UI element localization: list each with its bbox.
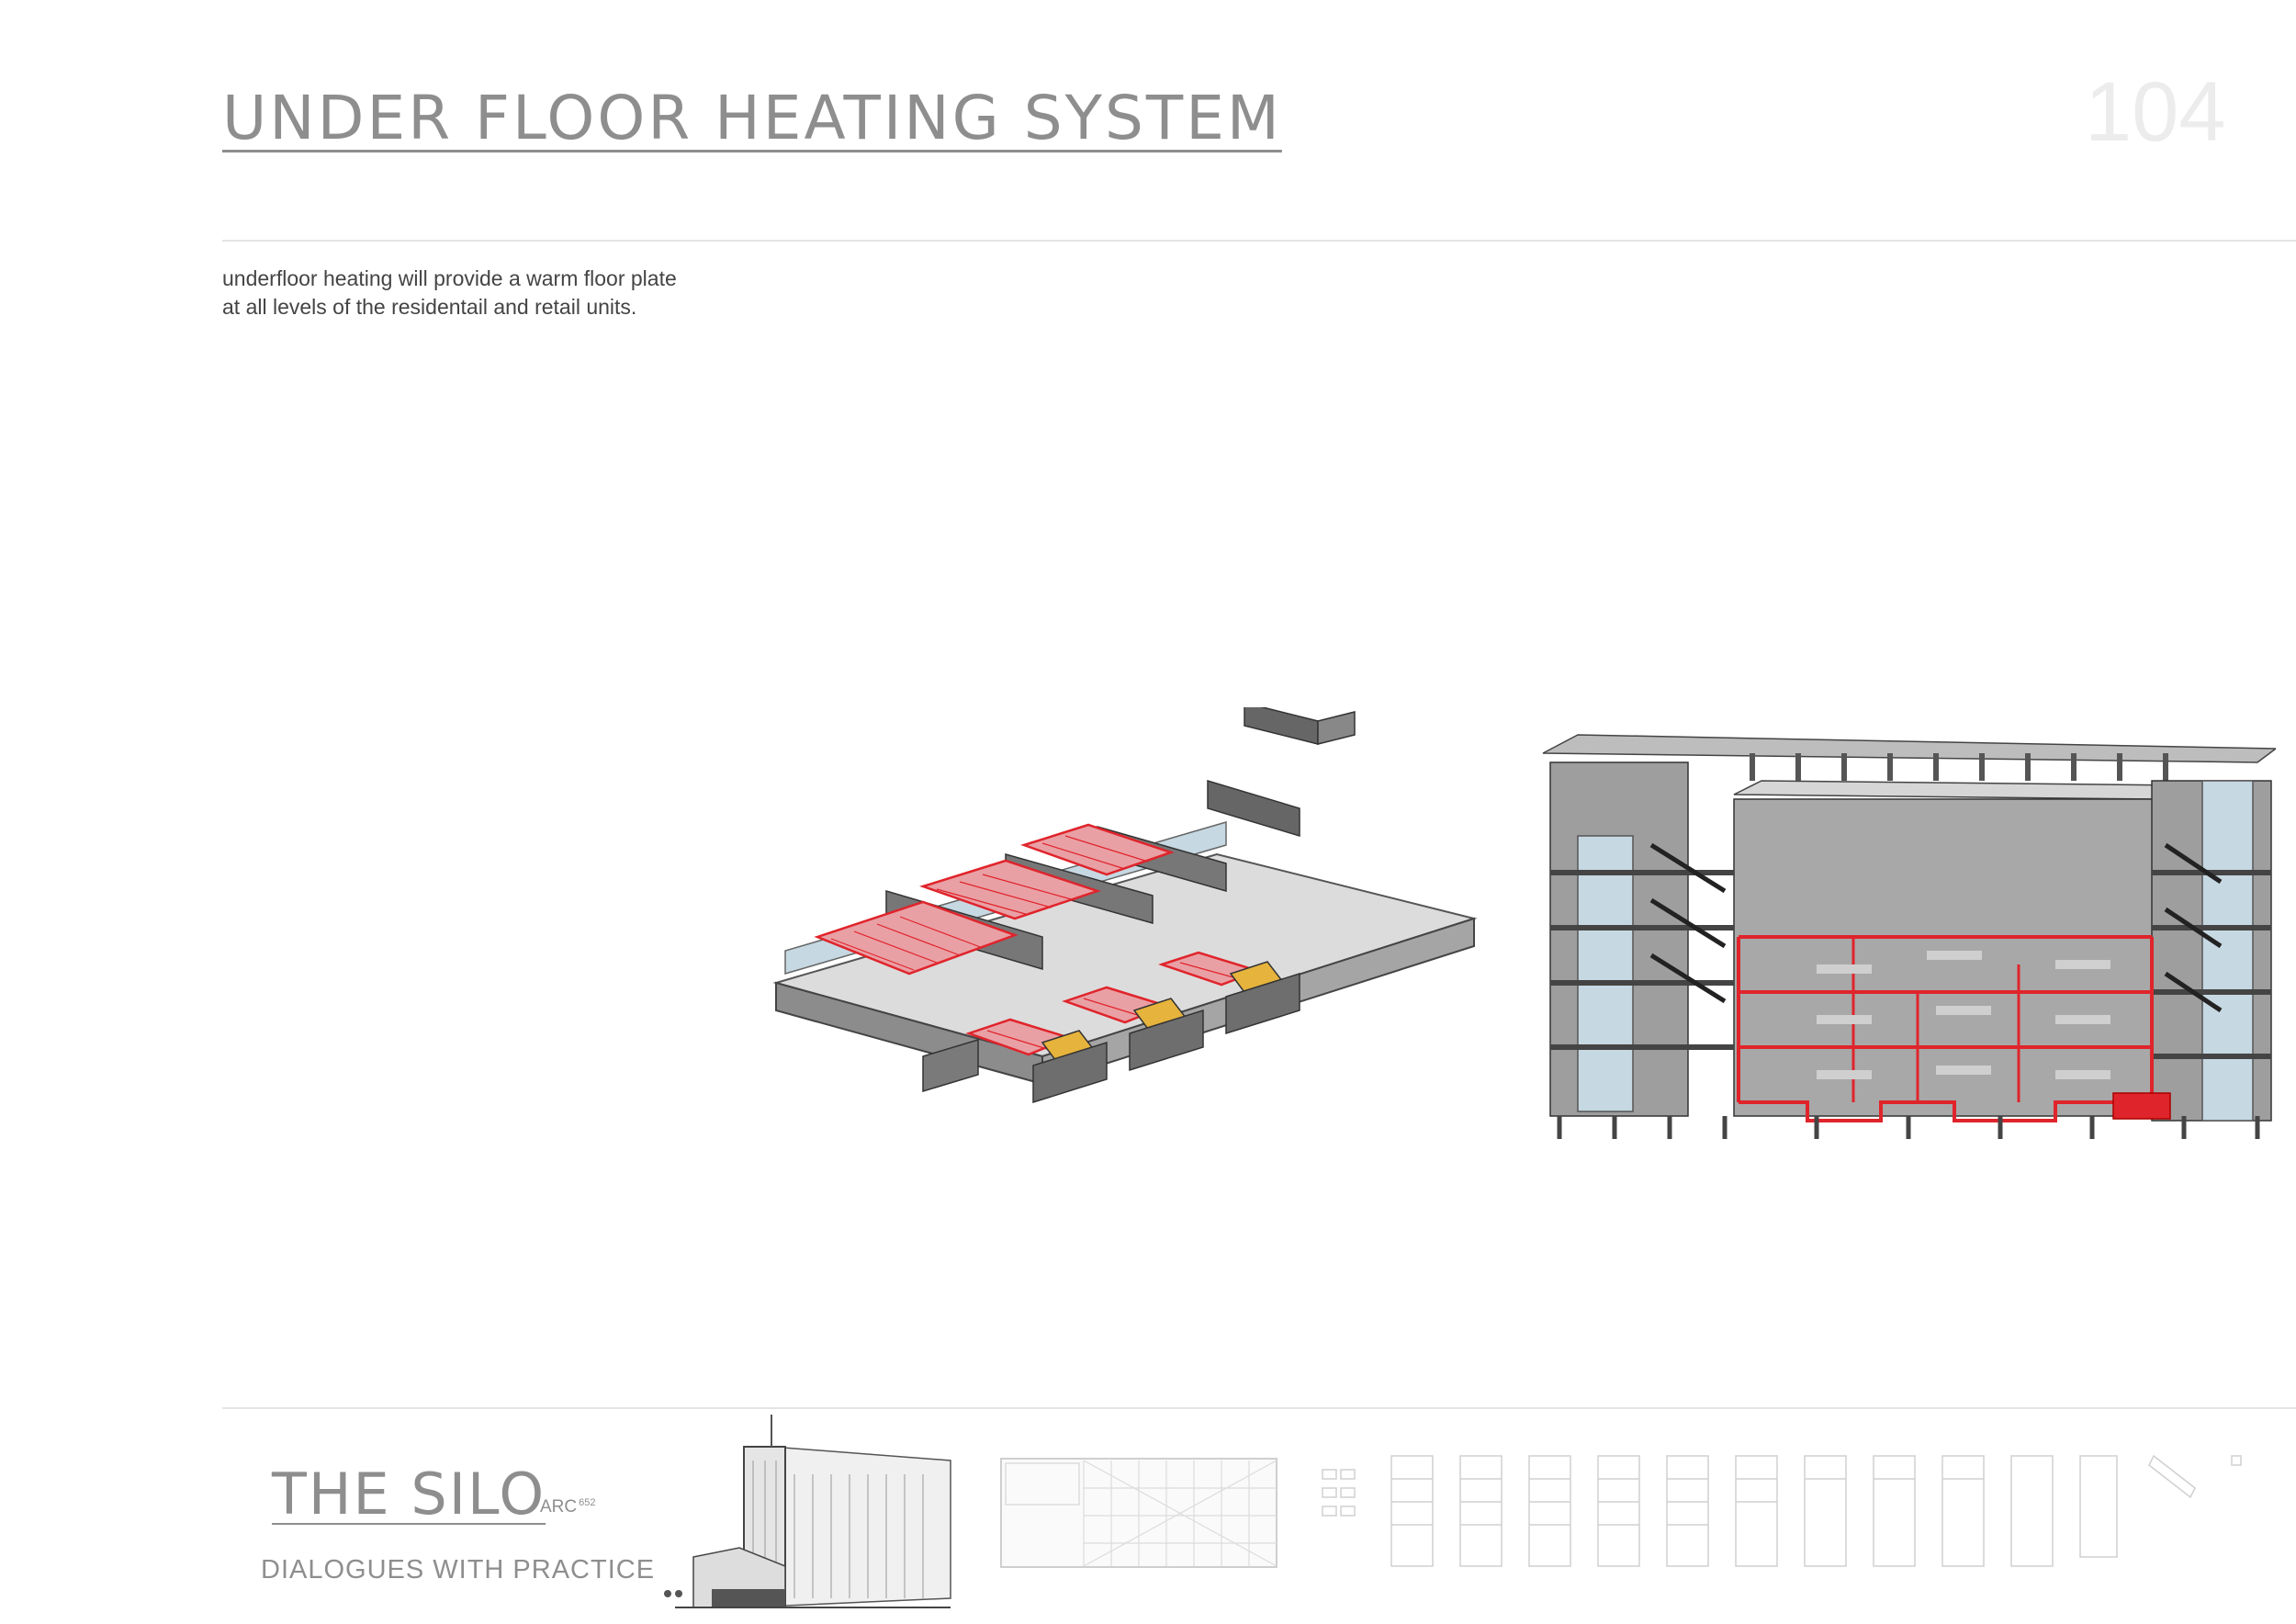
project-subtitle: DIALOGUES WITH PRACTICE	[261, 1555, 656, 1585]
section-walls	[1549, 761, 2272, 1122]
description-text: underfloor heating will provide a warm f…	[222, 265, 677, 321]
description-line-1: underfloor heating will provide a warm f…	[222, 266, 677, 290]
course-code-text: ARC	[540, 1497, 578, 1517]
unit-boxes	[922, 972, 1300, 1104]
silo-building-sketch	[664, 1415, 951, 1608]
top-divider	[222, 240, 2296, 242]
plan-thumbnail-grid	[1000, 1458, 1277, 1568]
floor-slabs	[1550, 870, 2271, 1059]
interior-slabs	[1817, 951, 2110, 1079]
heated-floor-lines	[1737, 935, 2154, 1122]
course-number: 652	[579, 1497, 596, 1508]
ground-columns	[1557, 1116, 2260, 1139]
floor-plan-thumbnails-strip	[1322, 1454, 2242, 1567]
roof-columns	[1750, 753, 2168, 781]
roof-slab	[1542, 734, 2276, 800]
bottom-divider	[222, 1407, 2296, 1409]
stairs-section	[1649, 842, 2223, 1013]
page-title: UNDER FLOOR HEATING SYSTEM	[222, 83, 1282, 153]
isometric-floor-plate-drawing	[772, 707, 1478, 1104]
description-line-2: at all levels of the residentail and ret…	[222, 295, 637, 319]
page-number: 104	[2085, 65, 2226, 159]
building-section-drawing	[1542, 734, 2276, 1139]
heating-mats	[814, 823, 1262, 1056]
project-title: THE SILO	[272, 1460, 546, 1528]
heated-unit-highlight	[2112, 1092, 2171, 1120]
